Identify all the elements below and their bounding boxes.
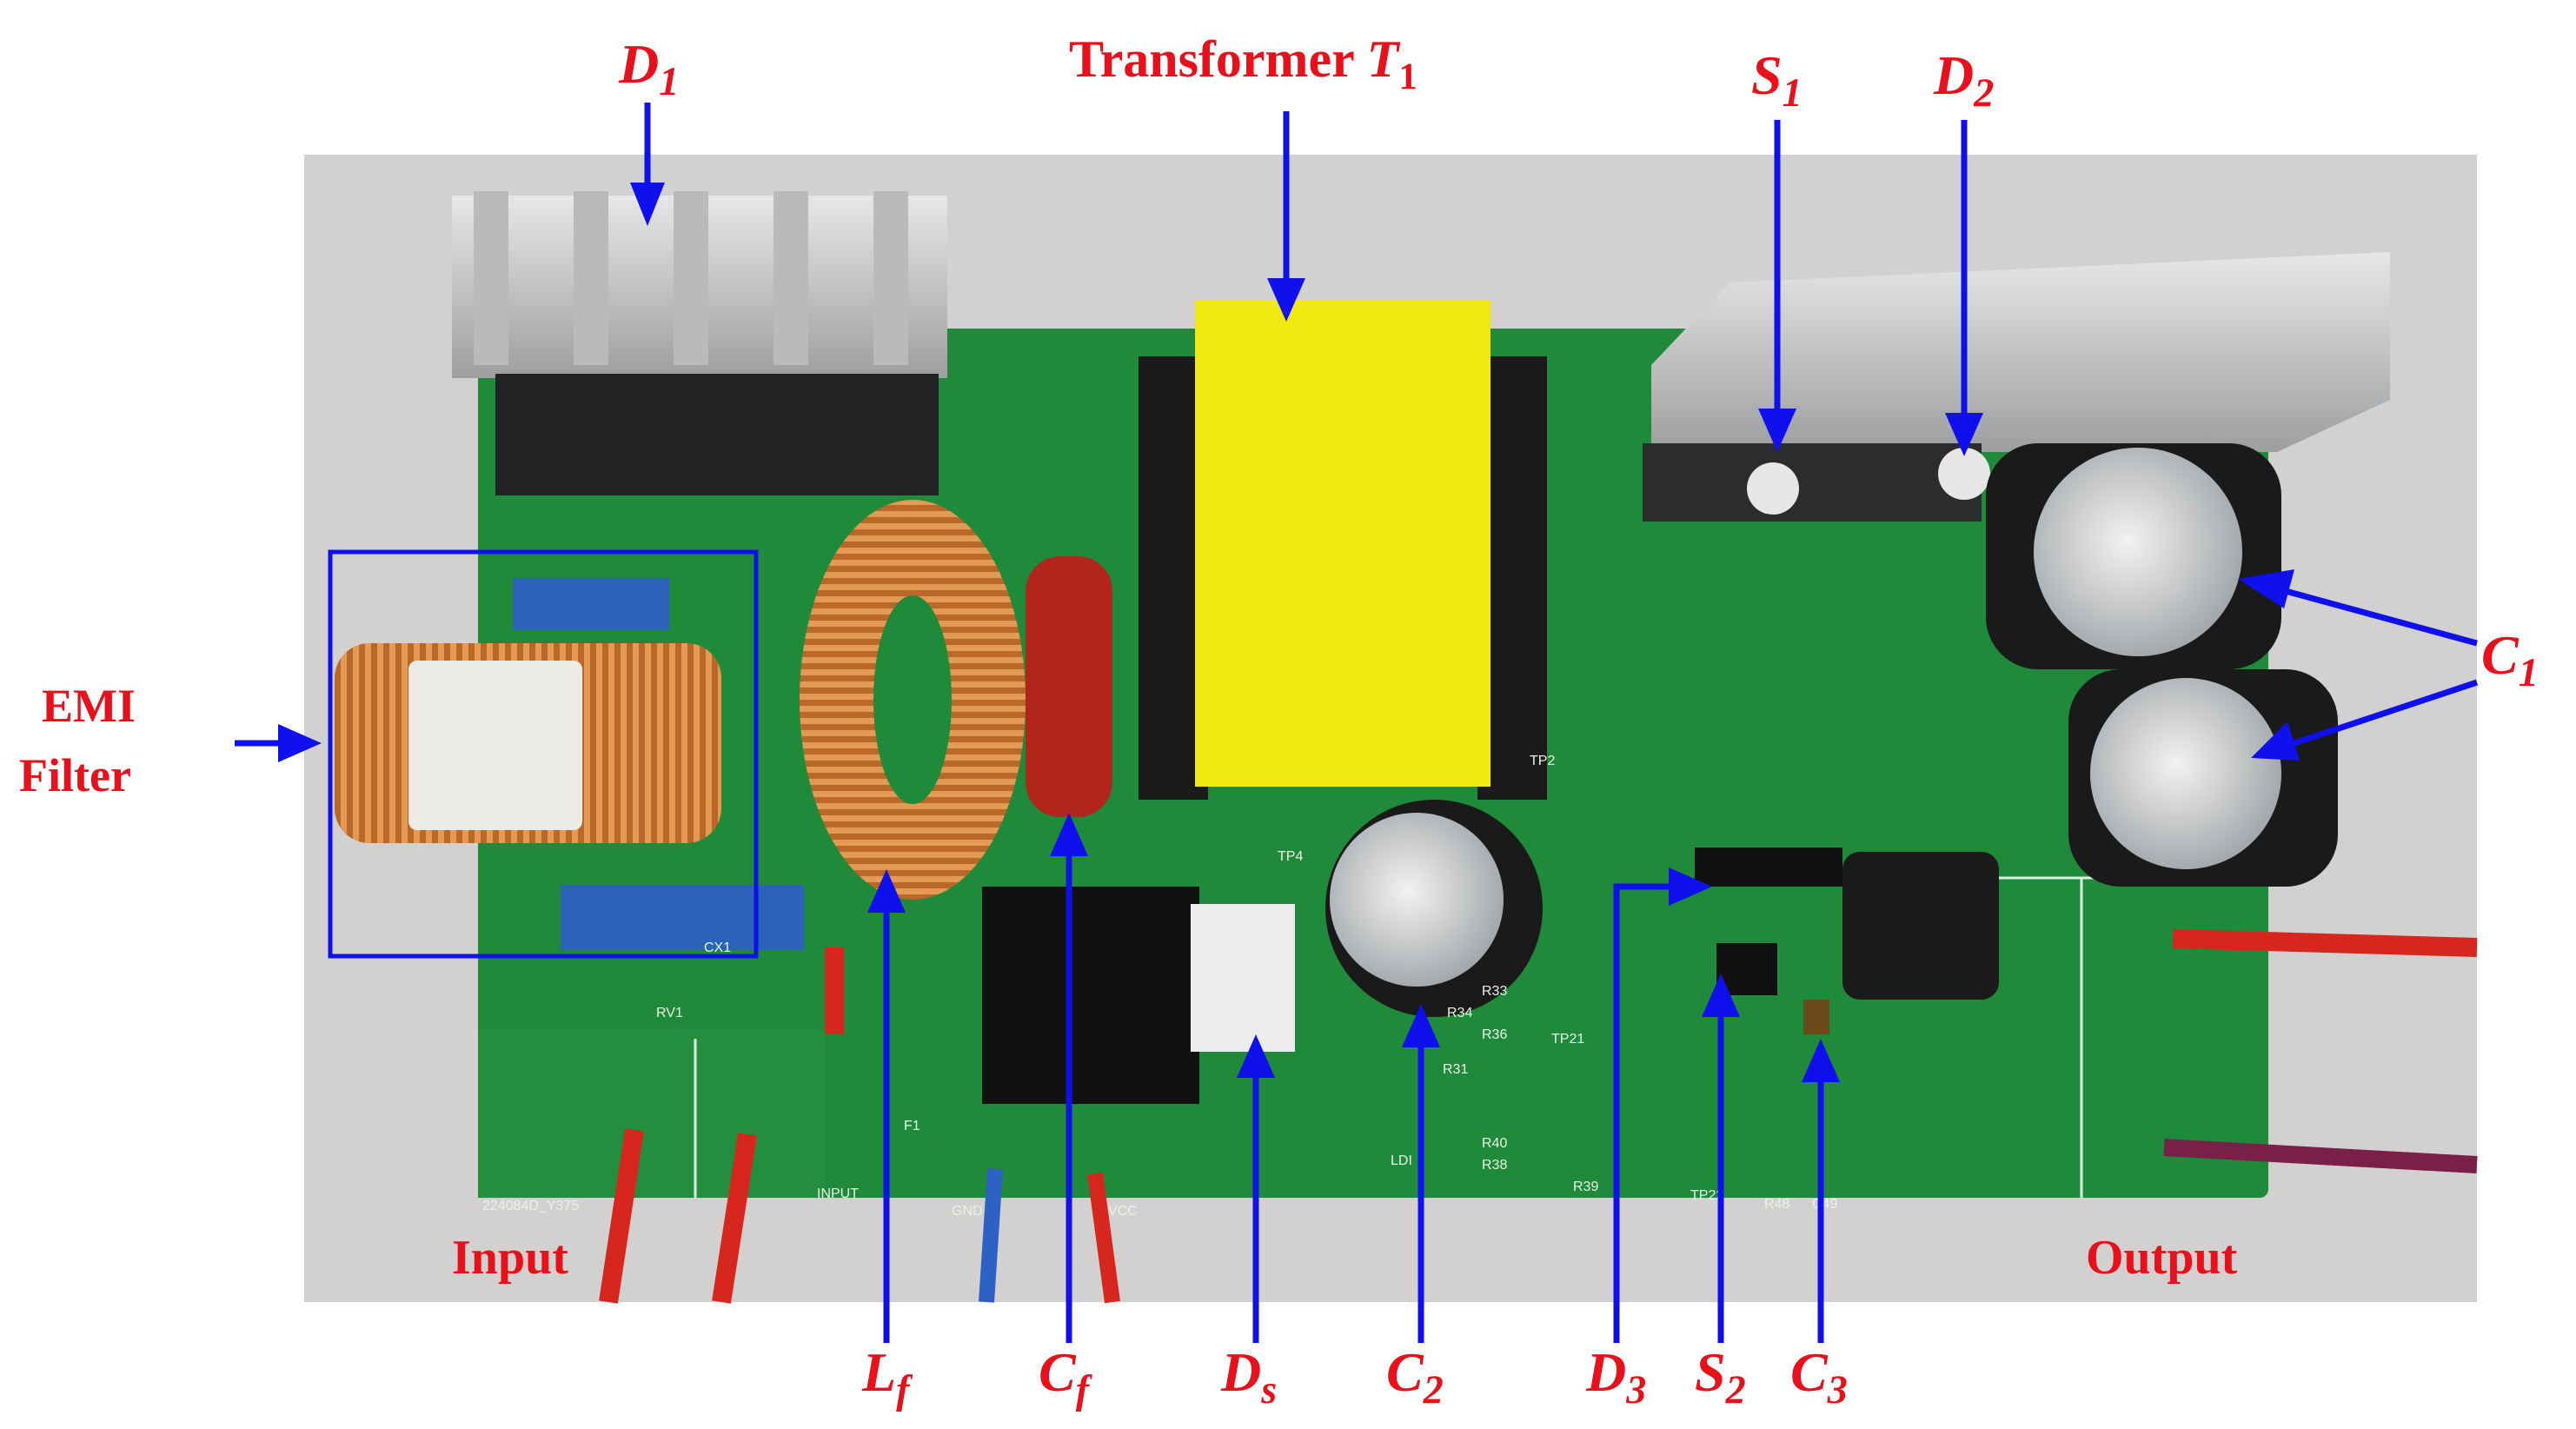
- silk-r33: R33: [1482, 984, 1507, 999]
- silk-gnd: GND: [952, 1204, 983, 1219]
- input-terminal-area: [478, 1030, 826, 1198]
- silk-r40: R40: [1482, 1136, 1507, 1151]
- ds-diode: [982, 887, 1295, 1104]
- silk-tp2: TP2: [1530, 754, 1555, 768]
- label-output: Output: [2086, 1231, 2238, 1285]
- cf-film-capacitor: [1026, 556, 1112, 817]
- silk-tp4: TP4: [1278, 849, 1303, 864]
- annotation-labels: D1 Transformer T1 S1 D2 EMI Filter C1 In…: [19, 30, 2539, 1412]
- label-emi-line1: EMI: [42, 680, 136, 732]
- label-c2: C2: [1386, 1341, 1444, 1412]
- d1-bridge-rectifier-heatsink: [452, 191, 947, 495]
- silk-r48: R48: [1764, 1197, 1789, 1212]
- d3-diode: [1695, 847, 1842, 887]
- label-d2: D2: [1933, 44, 1994, 115]
- silk-input: INPUT: [817, 1186, 859, 1201]
- silk-r39: R39: [1573, 1180, 1598, 1194]
- label-emi-line2: Filter: [19, 749, 131, 801]
- label-c1: C1: [2481, 624, 2539, 695]
- label-s2: S2: [1695, 1341, 1746, 1412]
- silk-r38: R38: [1482, 1158, 1507, 1173]
- s1-d2-heatsink: [1643, 252, 2390, 522]
- c1-electrolytic-capacitors: [1986, 443, 2338, 887]
- silk-tp21: TP21: [1551, 1032, 1584, 1047]
- silk-cx1: CX1: [704, 940, 731, 955]
- silk-r34: R34: [1447, 1006, 1472, 1020]
- smd-power-inductor: [1842, 852, 1999, 1000]
- label-input: Input: [452, 1231, 568, 1285]
- annotation-arrows: [235, 103, 2479, 1343]
- label-d3: D3: [1585, 1341, 1646, 1412]
- silk-board-id: 224084D_Y375: [482, 1199, 579, 1213]
- emi-filter-component: [335, 578, 804, 950]
- silk-rv1: RV1: [656, 1006, 683, 1020]
- label-c3: C3: [1790, 1341, 1848, 1412]
- silk-r31: R31: [1443, 1062, 1468, 1077]
- silk-tp22: TP22: [1690, 1188, 1723, 1203]
- label-cf: Cf: [1039, 1341, 1093, 1412]
- label-d1: D1: [618, 33, 679, 103]
- c3-capacitor: [1803, 1000, 1829, 1034]
- silk-vcc: VCC: [1108, 1204, 1138, 1219]
- label-transformer: Transformer T1: [1069, 30, 1417, 97]
- c2-electrolytic-capacitor: [1325, 800, 1543, 1017]
- s2-mosfet: [1716, 943, 1777, 995]
- silk-r36: R36: [1482, 1027, 1507, 1042]
- lf-toroid-inductor: [800, 500, 1026, 900]
- emi-filter-box: [328, 549, 759, 959]
- silk-c49: C49: [1812, 1197, 1837, 1212]
- label-s1: S1: [1751, 44, 1803, 115]
- label-lf: Lf: [861, 1341, 913, 1412]
- wires: [599, 929, 2478, 1304]
- transformer-t1: [1139, 300, 1547, 800]
- silk-f1: F1: [904, 1119, 920, 1133]
- label-ds: Ds: [1220, 1341, 1277, 1412]
- silk-ldi: LDI: [1391, 1153, 1412, 1168]
